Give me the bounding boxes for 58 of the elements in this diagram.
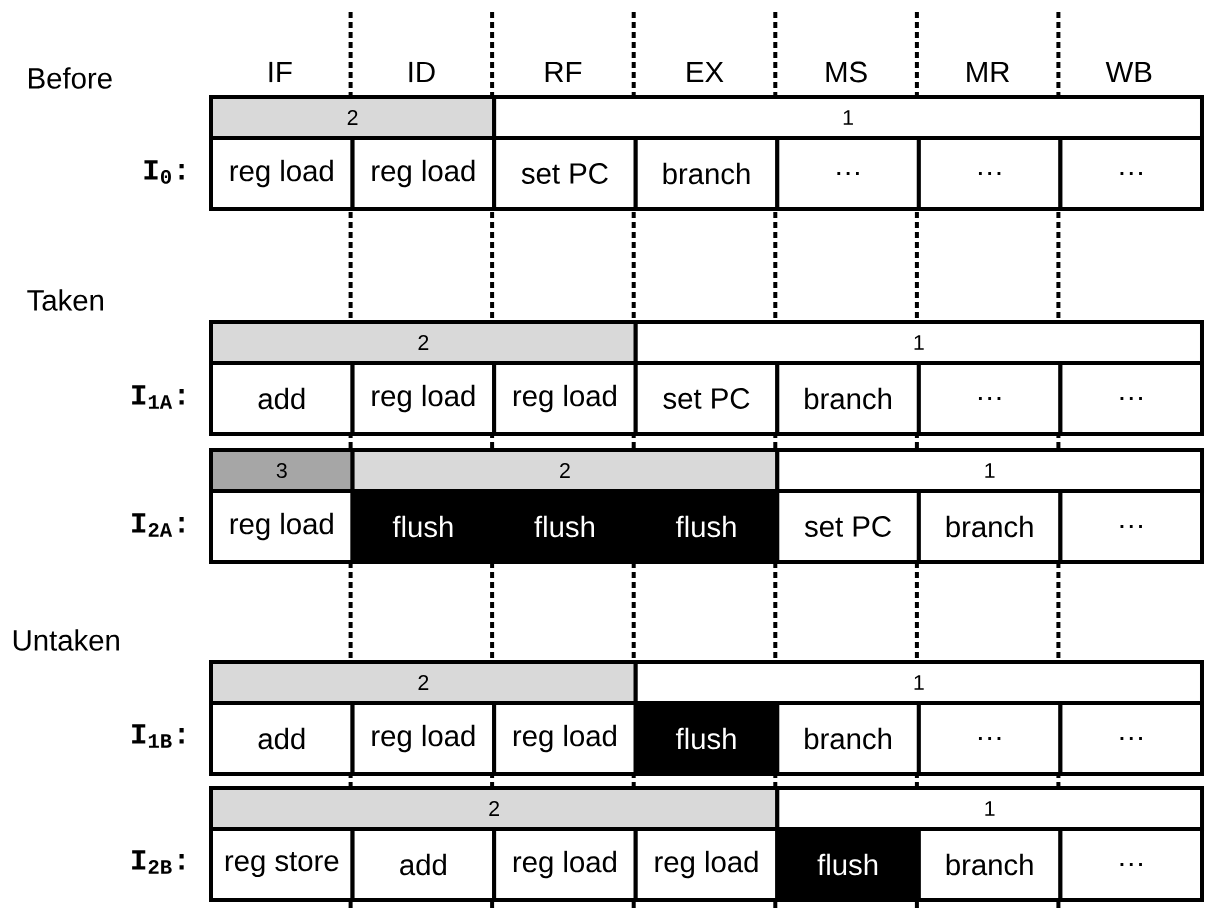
stage-cell: add — [350, 827, 497, 902]
stage-header: WB — [1105, 61, 1152, 83]
count-bar: 2 — [209, 320, 638, 365]
stage-cell: … — [916, 701, 1063, 776]
stage-header: IF — [269, 61, 292, 83]
stage-cell: branch — [916, 489, 1063, 564]
stage-cell: reg load — [209, 136, 355, 211]
stage-cell: reg load — [350, 701, 497, 776]
stage-cell: branch — [775, 701, 921, 776]
section-label: Untaken — [13, 629, 119, 651]
stage-cell: reg load — [350, 136, 497, 211]
stage-cell: add — [209, 701, 355, 776]
count-bar: 2 — [209, 660, 638, 705]
stage-cell: … — [916, 361, 1063, 436]
stage-cell: reg load — [492, 361, 638, 436]
count-bar: 2 — [209, 95, 497, 140]
stage-cell: flush — [633, 489, 780, 564]
stage-cell: … — [1058, 489, 1204, 564]
stage-header: ID — [409, 61, 435, 83]
row-label: I$_{2B}$: — [132, 850, 184, 874]
stage-cell: branch — [916, 827, 1063, 902]
stage-cell: reg load — [492, 827, 638, 902]
stage-cell: … — [1058, 361, 1204, 436]
count-bar: 2 — [209, 786, 780, 831]
stage-cell: reg load — [209, 489, 355, 564]
row-label: I$_{2A}$: — [132, 513, 184, 537]
stage-cell: … — [916, 136, 1063, 211]
stage-cell: set PC — [633, 361, 780, 436]
stage-header: EX — [687, 61, 724, 83]
stage-cell: … — [775, 136, 921, 211]
stage-cell: flush — [492, 489, 638, 564]
stage-cell: … — [1058, 827, 1204, 902]
row-label: I$_{1A}$: — [132, 385, 184, 409]
stage-header: RF — [545, 61, 582, 83]
stage-cell: reg load — [350, 361, 497, 436]
count-bar: 1 — [775, 786, 1204, 831]
stage-cell: set PC — [775, 489, 921, 564]
stage-header: MR — [967, 61, 1010, 83]
row-label: I$_{1B}$: — [132, 724, 184, 748]
section-label: Before — [29, 67, 112, 89]
stage-cell: reg load — [492, 701, 638, 776]
count-bar: 2 — [350, 448, 780, 493]
count-bar: 3 — [209, 448, 355, 493]
stage-cell: branch — [775, 361, 921, 436]
row-label: I$_{0}$: — [144, 160, 184, 184]
count-bar: 1 — [775, 448, 1204, 493]
stage-cell: branch — [633, 136, 780, 211]
stage-cell: … — [1058, 136, 1204, 211]
stage-cell: flush — [633, 701, 780, 776]
stage-cell: reg load — [633, 827, 780, 902]
stage-cell: flush — [775, 827, 921, 902]
stage-cell: set PC — [492, 136, 638, 211]
section-label: Taken — [27, 289, 103, 311]
stage-header: MS — [826, 61, 867, 83]
stage-cell: add — [209, 361, 355, 436]
stage-cell: … — [1058, 701, 1204, 776]
stage-cell: reg store — [209, 827, 355, 902]
stage-cell: flush — [350, 489, 497, 564]
